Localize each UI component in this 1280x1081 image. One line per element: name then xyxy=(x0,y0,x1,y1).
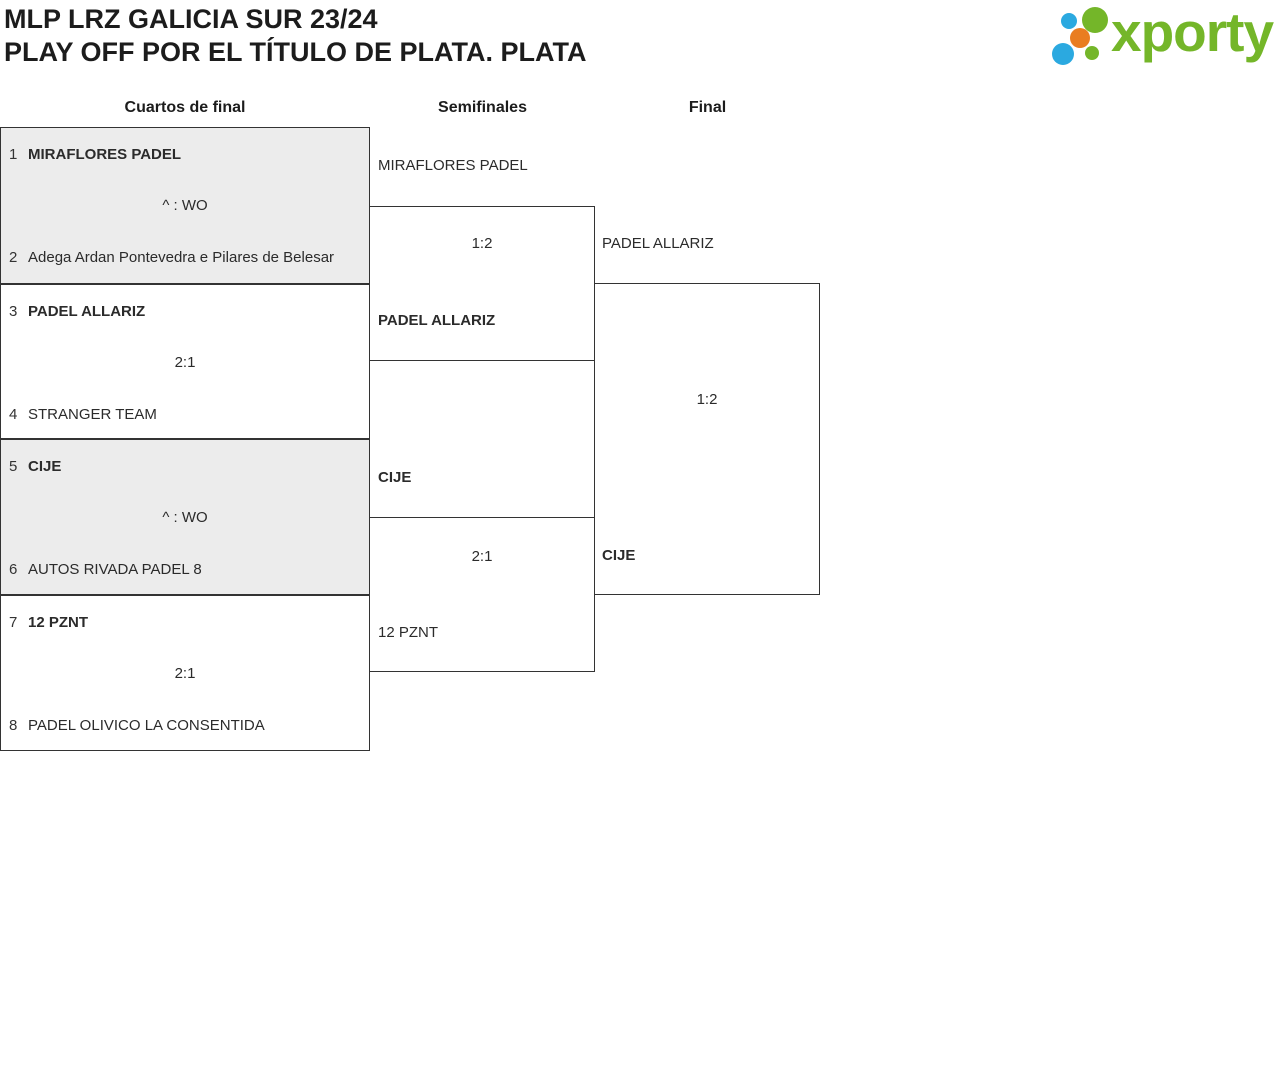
team-name: Adega Ardan Pontevedra e Pilares de Bele… xyxy=(28,249,335,266)
match-qf-4: 7 12 PZNT 2:1 8 PADEL OLIVICO LA CONSENT… xyxy=(0,595,370,751)
team-name: 12 PZNT xyxy=(28,614,89,631)
seed-number: 1 xyxy=(9,146,18,163)
seed-number: 5 xyxy=(9,458,18,475)
round-header-semifinales: Semifinales xyxy=(438,99,527,116)
team-name: 12 PZNT xyxy=(378,624,439,641)
match-sf-2 xyxy=(369,517,595,672)
match-qf-1: 1 MIRAFLORES PADEL ^ : WO 2 Adega Ardan … xyxy=(0,127,370,284)
team-row: 3 PADEL ALLARIZ xyxy=(9,303,145,321)
match-score: 2:1 xyxy=(471,548,493,565)
team-row: 8 PADEL OLIVICO LA CONSENTIDA xyxy=(9,717,265,735)
team-name: PADEL ALLARIZ xyxy=(378,312,496,329)
match-final xyxy=(594,283,820,595)
match-qf-2: 3 PADEL ALLARIZ 2:1 4 STRANGER TEAM xyxy=(0,284,370,439)
team-row: 2 Adega Ardan Pontevedra e Pilares de Be… xyxy=(9,249,334,267)
match-sf-1 xyxy=(369,206,595,361)
team-row: 1 MIRAFLORES PADEL xyxy=(9,146,181,164)
team-name: AUTOS RIVADA PADEL 8 xyxy=(28,561,202,578)
match-score: 2:1 xyxy=(174,665,196,682)
team-name: CIJE xyxy=(602,547,636,564)
team-row: 6 AUTOS RIVADA PADEL 8 xyxy=(9,561,202,579)
tournament-title: MLP LRZ GALICIA SUR 23/24 xyxy=(4,4,378,34)
team-row: 7 12 PZNT xyxy=(9,614,88,632)
team-name: MIRAFLORES PADEL xyxy=(28,146,182,163)
logo-wordmark: xporty xyxy=(1111,1,1274,63)
round-header-cuartos: Cuartos de final xyxy=(124,99,246,116)
team-name: STRANGER TEAM xyxy=(28,406,157,423)
team-name: MIRAFLORES PADEL xyxy=(378,157,528,174)
match-score: 1:2 xyxy=(471,235,493,252)
seed-number: 3 xyxy=(9,303,18,320)
seed-number: 4 xyxy=(9,406,18,423)
seed-number: 7 xyxy=(9,614,18,631)
match-score: ^ : WO xyxy=(162,197,208,214)
seed-number: 2 xyxy=(9,249,18,266)
seed-number: 8 xyxy=(9,717,18,734)
match-score: 1:2 xyxy=(696,391,718,408)
team-name: PADEL ALLARIZ xyxy=(602,235,714,252)
tournament-subtitle: PLAY OFF POR EL TÍTULO DE PLATA. PLATA xyxy=(4,37,587,67)
page-title: MLP LRZ GALICIA SUR 23/24 PLAY OFF POR E… xyxy=(4,3,587,69)
round-header-final: Final xyxy=(688,99,727,116)
seed-number: 6 xyxy=(9,561,18,578)
match-qf-3: 5 CIJE ^ : WO 6 AUTOS RIVADA PADEL 8 xyxy=(0,439,370,595)
team-name: PADEL ALLARIZ xyxy=(28,303,146,320)
match-score: ^ : WO xyxy=(162,509,208,526)
team-name: PADEL OLIVICO LA CONSENTIDA xyxy=(28,717,265,734)
team-row: 4 STRANGER TEAM xyxy=(9,406,157,424)
xporty-logo: xporty xyxy=(1048,1,1278,72)
team-name: CIJE xyxy=(378,469,412,486)
match-score: 2:1 xyxy=(174,354,196,371)
team-row: 5 CIJE xyxy=(9,458,61,476)
logo-dots-icon xyxy=(1052,7,1108,65)
team-name: CIJE xyxy=(28,458,62,475)
